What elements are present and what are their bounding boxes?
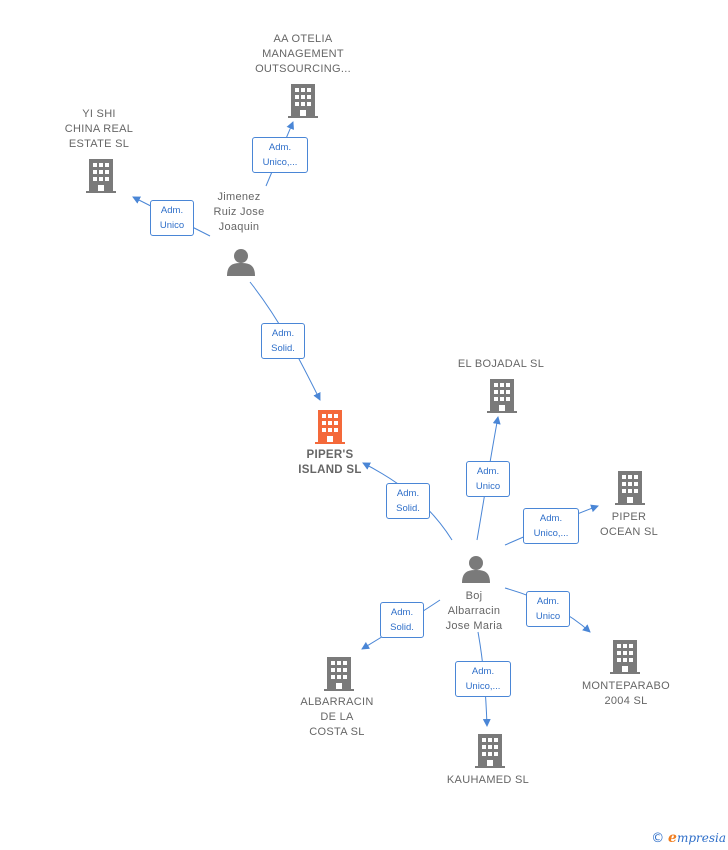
brand-logo-text: mpresia [676,831,726,845]
edge-label-boj-el-bojadal[interactable]: Adm.Unico [466,461,510,497]
copyright-icon: © [651,831,665,846]
node-label-el-bojadal[interactable]: EL BOJADAL SL [457,358,545,370]
building-icon[interactable] [487,379,517,413]
person-icon[interactable] [462,556,490,583]
edge-label-boj-pipers-island[interactable]: Adm.Solid. [386,483,430,519]
edge-label-jimenez-yi-shi[interactable]: Adm.Unico [150,200,194,236]
edge-label-boj-albarracin[interactable]: Adm.Solid. [380,602,424,638]
building-icon[interactable] [288,84,318,118]
person-icon[interactable] [227,249,255,276]
building-icon[interactable] [315,410,345,444]
brand-watermark: © empresia [651,830,726,846]
nodes [86,84,645,768]
brand-logo-e: e [668,830,677,846]
node-label-kauhamed[interactable]: KAUHAMED SL [446,774,530,786]
building-icon[interactable] [86,159,116,193]
edge-label-boj-piper-ocean[interactable]: Adm.Unico,... [523,508,579,544]
building-icon[interactable] [615,471,645,505]
building-icon[interactable] [475,734,505,768]
building-icon[interactable] [324,657,354,691]
edge-label-jimenez-pipers-island[interactable]: Adm.Solid. [261,323,305,359]
edge-label-boj-monteparabo[interactable]: Adm.Unico [526,591,570,627]
edge-label-jimenez-aa-otelia[interactable]: Adm.Unico,... [252,137,308,173]
building-icon[interactable] [610,640,640,674]
edge-label-boj-kauhamed[interactable]: Adm.Unico,... [455,661,511,697]
